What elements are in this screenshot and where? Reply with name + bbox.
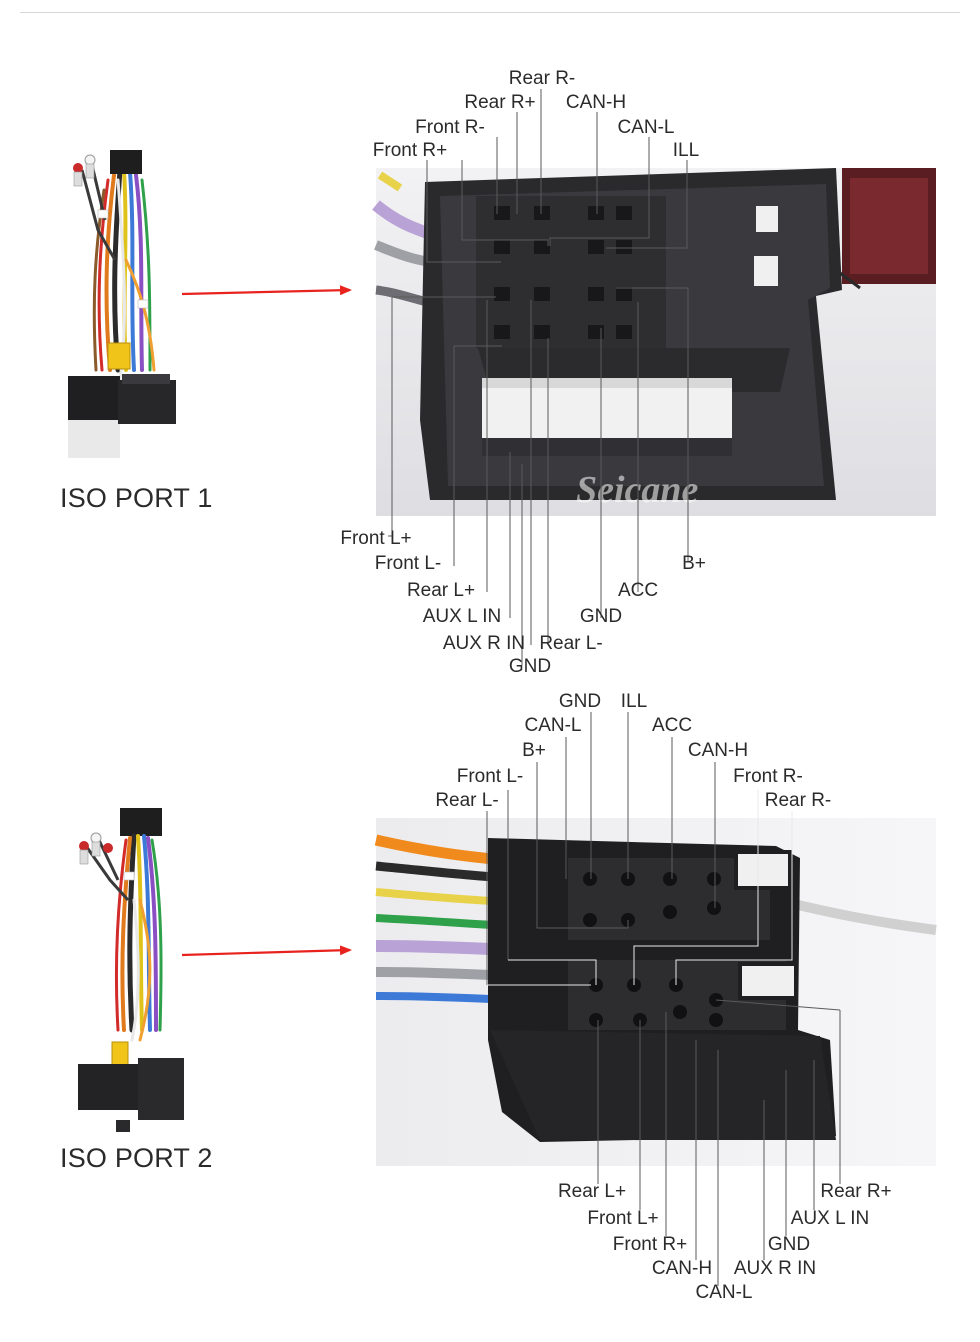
label-front-r-plus: Front R+ xyxy=(373,140,447,161)
label-aux-r-in: AUX R IN xyxy=(443,633,525,654)
label-gnd-2-p2: GND xyxy=(768,1234,810,1255)
label-front-l-minus: Front L- xyxy=(375,553,442,574)
label-can-h-p2: CAN-H xyxy=(688,740,748,761)
leader-lines-port-1 xyxy=(388,89,689,665)
labels-port-2: GND ILL CAN-L ACC B+ CAN-H Front L- Fron… xyxy=(435,691,891,1303)
harness-image-port-1 xyxy=(68,150,176,458)
label-rear-r-minus-p2: Rear R- xyxy=(765,790,832,811)
label-can-l-2-p2: CAN-L xyxy=(695,1282,752,1303)
label-rear-l-minus: Rear L- xyxy=(539,633,602,654)
label-rear-l-plus: Rear L+ xyxy=(407,580,475,601)
label-gnd-2: GND xyxy=(509,656,551,677)
harness-image-port-2 xyxy=(78,808,184,1132)
connector-photo-port-1: Seicane xyxy=(372,168,936,516)
label-gnd: GND xyxy=(580,606,622,627)
label-rear-r-minus: Rear R- xyxy=(509,68,576,89)
label-front-r-minus: Front R- xyxy=(415,117,485,138)
label-ill: ILL xyxy=(673,140,699,161)
label-aux-r-in-p2: AUX R IN xyxy=(734,1258,816,1279)
label-rear-l-minus-p2: Rear L- xyxy=(435,790,498,811)
label-b-plus-p2: B+ xyxy=(522,740,546,761)
label-ill-p2: ILL xyxy=(621,691,647,712)
arrow-right-icon-2 xyxy=(181,945,352,957)
arrow-right-icon xyxy=(181,285,352,296)
label-front-l-plus: Front L+ xyxy=(340,528,411,549)
label-can-h: CAN-H xyxy=(566,92,626,113)
label-gnd-p2: GND xyxy=(559,691,601,712)
labels-port-1: Rear R- Rear R+ CAN-H Front R- CAN-L Fro… xyxy=(340,68,706,677)
label-acc-p2: ACC xyxy=(652,715,692,736)
leader-lines-port-2 xyxy=(486,712,841,1286)
label-rear-r-plus: Rear R+ xyxy=(464,92,535,113)
label-front-r-minus-p2: Front R- xyxy=(733,766,803,787)
watermark-text: Seicane xyxy=(576,469,699,511)
label-rear-r-plus-p2: Rear R+ xyxy=(820,1181,891,1202)
label-rear-l-plus-p2: Rear L+ xyxy=(558,1181,626,1202)
label-can-l: CAN-L xyxy=(617,117,674,138)
label-front-l-plus-p2: Front L+ xyxy=(587,1208,658,1229)
connector-photo-port-2 xyxy=(374,818,937,1166)
label-acc: ACC xyxy=(618,580,658,601)
label-aux-l-in: AUX L IN xyxy=(423,606,502,627)
label-can-h-2-p2: CAN-H xyxy=(652,1258,712,1279)
port-2-title: ISO PORT 2 xyxy=(60,1143,213,1173)
label-aux-l-in-p2: AUX L IN xyxy=(791,1208,870,1229)
port-1-title: ISO PORT 1 xyxy=(60,483,213,513)
top-divider xyxy=(20,12,960,13)
label-front-r-plus-p2: Front R+ xyxy=(613,1234,687,1255)
label-b-plus: B+ xyxy=(682,553,706,574)
label-can-l-p2: CAN-L xyxy=(524,715,581,736)
label-front-l-minus-p2: Front L- xyxy=(457,766,524,787)
